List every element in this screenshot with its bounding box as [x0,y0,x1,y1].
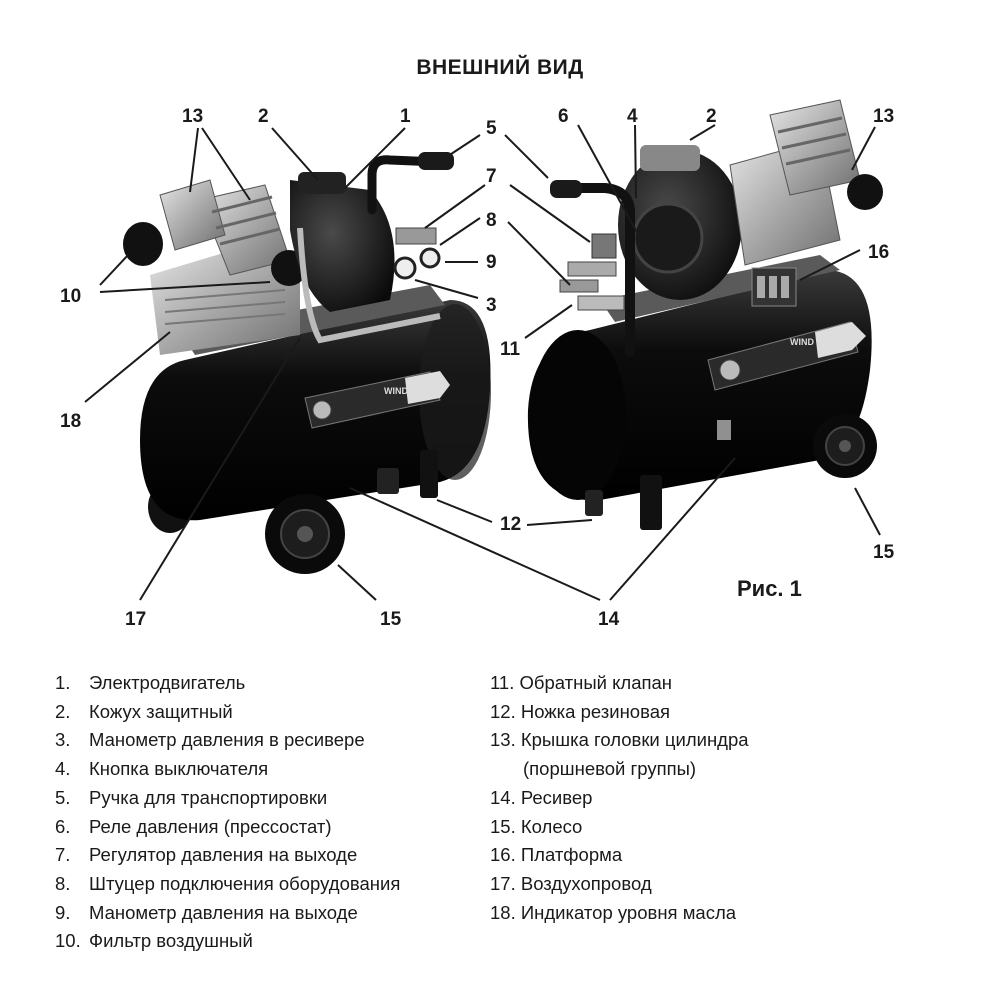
legend-right: 11. Обратный клапан 12. Ножка резиновая … [490,669,820,927]
legend-item: 10.Фильтр воздушный [55,930,253,952]
callout-8: 8 [486,210,497,231]
callout-13-right: 13 [873,106,894,127]
callout-9: 9 [486,252,497,273]
callout-numbers: 13 2 1 5 7 8 9 3 10 18 17 15 12 14 11 6 … [60,106,895,630]
legend-item: 2.Кожух защитный [55,700,233,722]
figure-caption: Рис. 1 [737,576,802,601]
callout-2-left: 2 [258,106,269,127]
callout-17: 17 [125,609,146,630]
right-compressor: WIND [527,99,883,530]
left-motor [290,180,395,312]
left-air-filter-1 [123,222,163,266]
callout-4: 4 [627,106,638,127]
callout-14: 14 [598,609,620,630]
legend-item: 5.Ручка для транспортировки [55,786,328,808]
leader-lines [84,124,881,601]
callout-5: 5 [486,118,497,139]
legend-item: 9.Манометр давления на выходе [55,901,358,923]
callout-13-left: 13 [182,106,203,127]
legend-item: 12. Ножка резиновая [490,700,671,722]
legend-item: 8.Штуцер подключения оборудования [55,872,401,894]
callout-3: 3 [486,295,497,316]
left-compressor: WIND [123,152,491,574]
legend-item: 17. Воздухопровод [490,872,652,894]
legend-item: 3.Манометр давления в ресивере [55,729,365,751]
legend-item-continuation: (поршневой группы) [523,758,697,780]
right-handle [560,183,635,357]
legend-item: 6.Реле давления (прессостат) [55,815,332,837]
right-arrow-label [815,322,866,358]
callout-16: 16 [868,242,889,263]
callout-6: 6 [558,106,569,127]
left-brand-text: WIND [384,386,408,396]
callout-2-right: 2 [706,106,717,127]
right-air-filter [847,174,883,210]
right-brand-text: WIND [790,337,814,347]
left-arrow-label [405,371,450,404]
legend-item: 14. Ресивер [490,786,593,808]
callout-1: 1 [400,106,411,127]
callout-7: 7 [486,166,497,187]
compressor-illustration: WIND [60,99,895,630]
legend-item: 16. Платформа [490,844,623,866]
legend-left: 1.Электродвигатель 2.Кожух защитный 3.Ма… [55,669,495,956]
legend-item: 13. Крышка головки цилиндра [490,729,749,751]
legend-item: 18. Индикатор уровня масла [490,901,737,923]
legend-item: 1.Электродвигатель [55,672,246,693]
callout-12: 12 [500,514,521,535]
legend-item: 4.Кнопка выключателя [55,758,269,780]
left-air-pipe [297,227,441,344]
callout-10: 10 [60,286,81,307]
legend-item: 7.Регулятор давления на выходе [55,844,358,866]
left-handle [367,155,443,215]
left-pump-block [150,245,300,355]
legend-item: 15. Колесо [490,815,583,837]
left-gauge-2 [419,247,441,269]
callout-18: 18 [60,411,81,432]
callout-15-left: 15 [380,609,402,630]
page-title: ВНЕШНИЙ ВИД [416,56,584,79]
legend-item: 11. Обратный клапан [490,672,673,693]
callout-15-right: 15 [873,542,895,563]
left-gauge-1 [393,256,417,280]
callout-11: 11 [500,339,521,360]
